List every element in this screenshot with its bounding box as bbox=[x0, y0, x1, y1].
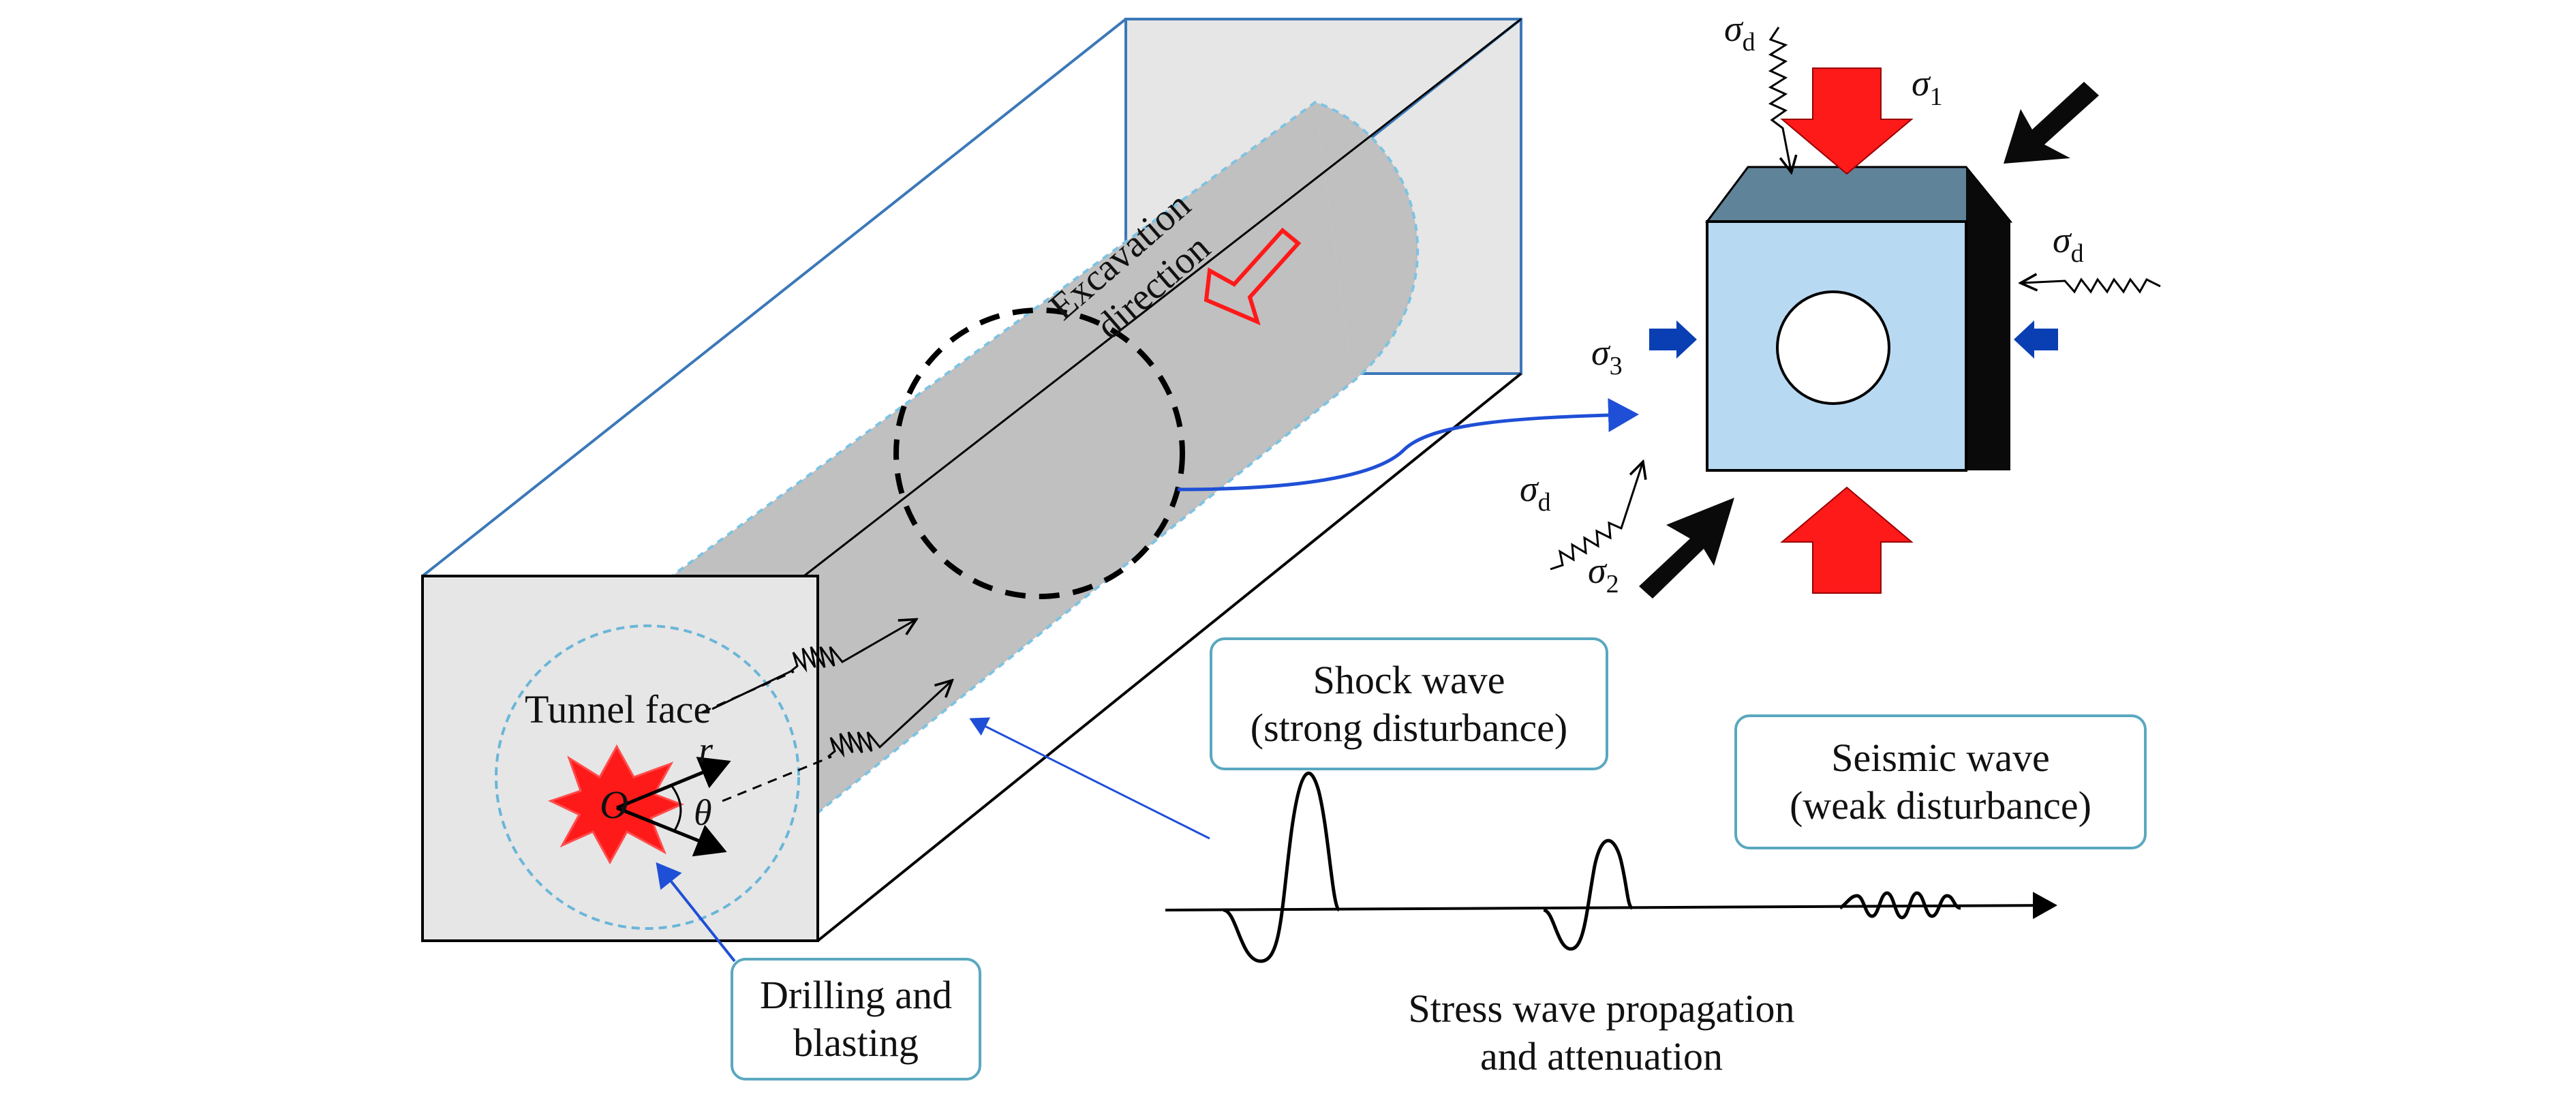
shock-line1: Shock wave bbox=[1313, 657, 1505, 702]
explosion-star bbox=[548, 744, 684, 865]
sigma3-left-arrow bbox=[1649, 320, 1697, 359]
drilling-blasting-callout: Drilling and blasting bbox=[731, 958, 981, 1081]
cube-top-face bbox=[1705, 166, 2013, 223]
angle-label: θ bbox=[694, 792, 712, 833]
stress-propagation-caption: Stress wave propagation and attenuation bbox=[1390, 985, 1813, 1081]
tunnel-face-label: Tunnel face bbox=[525, 687, 711, 731]
box-edge-top-left bbox=[421, 18, 1127, 577]
box-edge-bottom-right bbox=[816, 372, 1522, 942]
sigmad-front-wave bbox=[1550, 464, 1642, 571]
sigma2-front-arrow bbox=[1639, 498, 1734, 599]
sigma1-bottom-arrow bbox=[1780, 486, 1914, 594]
tunnel-far-end bbox=[1315, 102, 1418, 382]
sigma3-label: σ3 bbox=[1591, 332, 1623, 380]
wave-arrow-lower bbox=[827, 682, 951, 758]
blast-source bbox=[548, 744, 731, 865]
wave-lead-lower bbox=[722, 755, 832, 802]
shock-pointer bbox=[969, 717, 1210, 840]
cube-hole bbox=[1776, 290, 1890, 405]
stress-wave-propagation bbox=[1165, 771, 2057, 963]
angle-arrow bbox=[616, 806, 727, 857]
sigma2-back-arrow bbox=[2004, 82, 2099, 164]
shock-line2: (strong disturbance) bbox=[1250, 705, 1568, 750]
section-circle bbox=[893, 307, 1185, 599]
drilling-pointer bbox=[656, 862, 736, 963]
stress-element bbox=[1705, 166, 2013, 472]
sigma1-top-arrow bbox=[1780, 67, 1914, 175]
sigmad-right-wave bbox=[2023, 279, 2161, 294]
shock-wave-callout: Shock wave (strong disturbance) bbox=[1210, 637, 1608, 770]
wave-arrow-upper bbox=[711, 620, 915, 710]
origin-label: O bbox=[600, 783, 628, 827]
wave-lead-upper bbox=[701, 670, 795, 714]
sigmad-top-label: σd bbox=[1724, 8, 1755, 57]
radius-label: r bbox=[699, 729, 714, 770]
seismic-wave-callout: Seismic wave (weak disturbance) bbox=[1734, 714, 2147, 849]
tunnel-outline-top bbox=[578, 100, 1420, 891]
stress-line1: Stress wave propagation bbox=[1408, 986, 1795, 1031]
propagation-axis bbox=[1165, 892, 2057, 920]
seismic-wave-tail bbox=[1839, 891, 1961, 920]
decayed-pulse bbox=[1543, 838, 1634, 951]
sigmad-front-label: σd bbox=[1520, 468, 1551, 517]
tunnel-axis bbox=[667, 18, 1522, 683]
drilling-line1: Drilling and bbox=[760, 973, 952, 1017]
shock-wave-pulse bbox=[1223, 771, 1340, 963]
sigma1-label: σ1 bbox=[1912, 63, 1943, 111]
excavation-arrow bbox=[1203, 227, 1302, 326]
drilling-line2: blasting bbox=[793, 1021, 919, 1065]
tunnel-stress-waves bbox=[701, 620, 951, 802]
element-pointer bbox=[1177, 397, 1639, 492]
stress-line2: and attenuation bbox=[1480, 1034, 1723, 1078]
sigmad-top-wave bbox=[1768, 27, 1791, 170]
seismic-line1: Seismic wave bbox=[1831, 736, 2050, 780]
seismic-line2: (weak disturbance) bbox=[1790, 783, 2091, 828]
sigma2-label: σ2 bbox=[1588, 550, 1619, 599]
sigma3-right-arrow bbox=[2014, 320, 2058, 359]
sigmad-right-label: σd bbox=[2053, 220, 2084, 268]
cube-side-face bbox=[1966, 167, 2010, 470]
angle-arc bbox=[670, 785, 682, 831]
